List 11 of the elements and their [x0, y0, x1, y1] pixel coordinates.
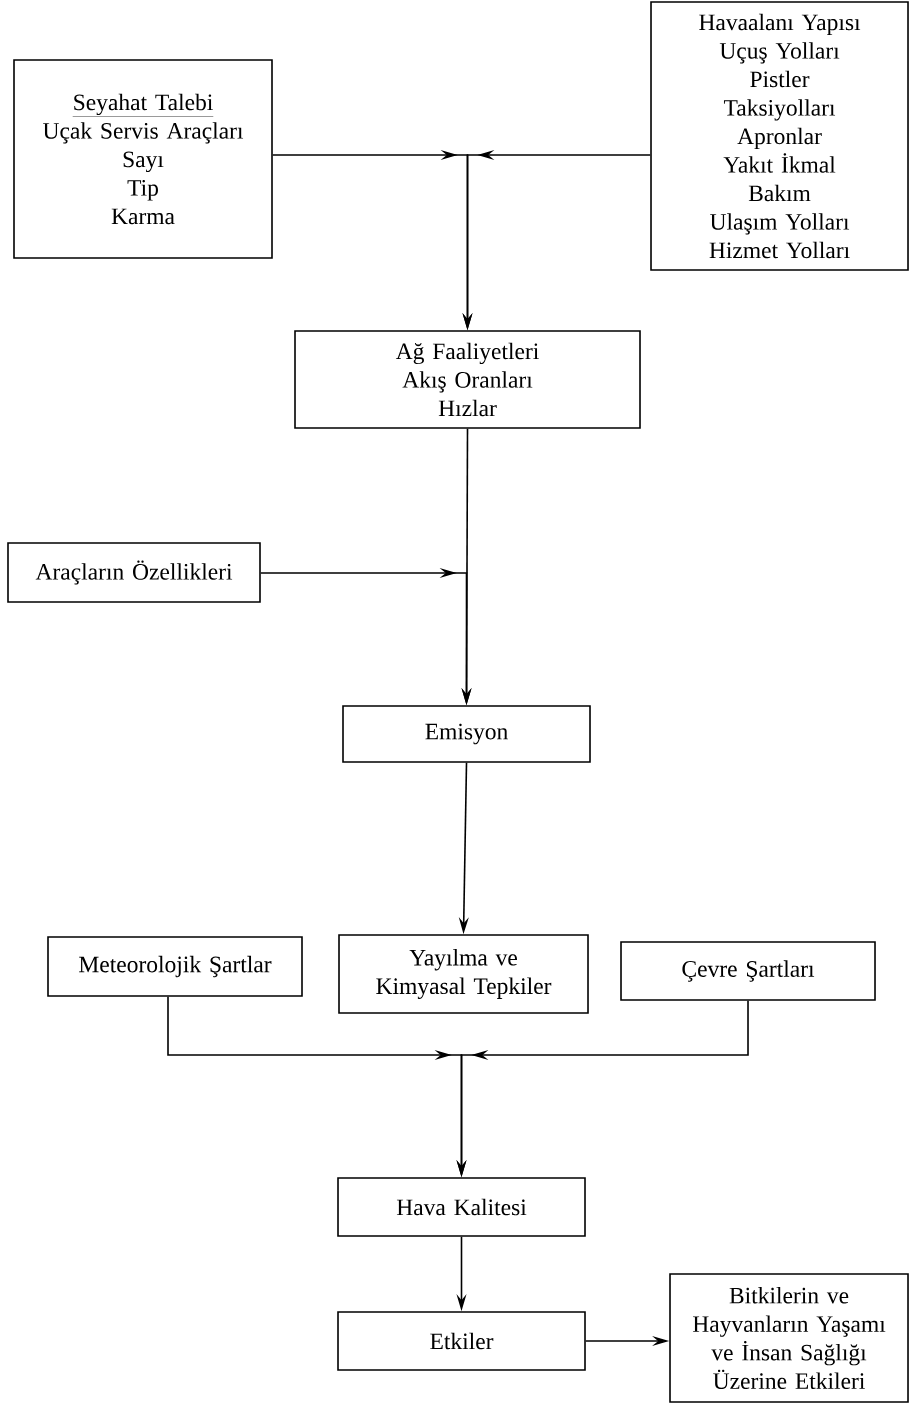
process-box: Seyahat Talebi Uçak Servis Araçları Sayı Tip Karma: [13, 59, 273, 259]
process-box: Havaalanı Yapısı Uçuş Yolları Pistler Taksiyolları Apronlar Yakıt İkmal Bakım Ulaşım Yolları Hizmet Yolları: [650, 1, 909, 271]
process-box: Meteorolojik Şartlar: [47, 936, 303, 997]
process-box: Hava Kalitesi: [337, 1177, 586, 1237]
process-box: Ağ Faaliyetleri Akış Oranları Hızlar: [294, 330, 641, 429]
process-box: Çevre Şartları: [620, 941, 876, 1001]
process-box: Yayılma ve Kimyasal Tepkiler: [338, 934, 589, 1014]
process-box: Araçların Özellikleri: [7, 542, 261, 603]
process-box: Bitkilerin ve Hayvanların Yaşamı ve İnsan Sağlığı Üzerine Etkileri: [669, 1273, 909, 1403]
process-box: Etkiler: [337, 1311, 586, 1371]
process-box: Emisyon: [342, 705, 591, 763]
